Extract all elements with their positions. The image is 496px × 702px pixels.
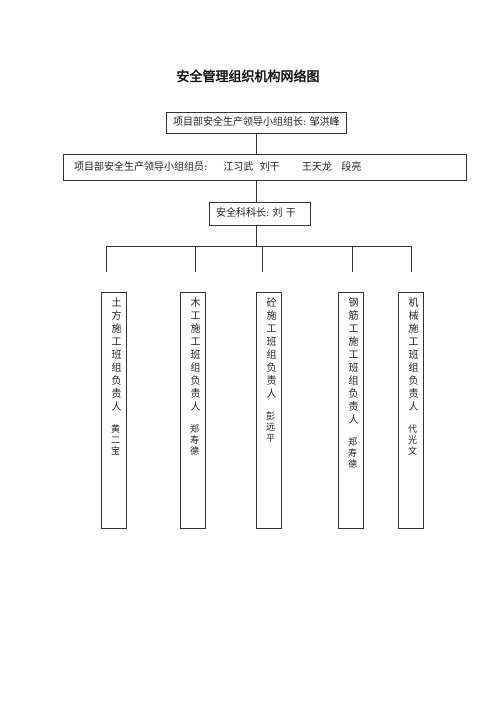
drop-line-1: [106, 246, 107, 272]
crew-role: 土方施工班组负责人: [109, 297, 120, 414]
crew-box-concrete: 砼施工班组负责人 彭远平: [256, 292, 282, 529]
crew-leader-name: 郑寿德: [188, 424, 198, 457]
crew-leader-name: 黄二宝: [109, 424, 119, 457]
horizontal-bus-line: [106, 246, 412, 247]
crew-box-earthwork: 土方施工班组负责人 黄二宝: [101, 292, 127, 529]
chart-title: 安全管理组织机构网络图: [176, 70, 320, 85]
crew-role: 木工施工班组负责人: [188, 297, 199, 414]
drop-line-4: [352, 246, 353, 272]
crew-box-rebar: 钢筋工施工班组负责人 郑寿德: [338, 292, 364, 529]
drop-line-2: [195, 246, 196, 272]
crew-leader-name: 代光文: [406, 424, 416, 457]
crew-box-carpentry: 木工施工班组负责人 郑寿德: [180, 292, 206, 529]
leader-box: 项目部安全生产领导小组组长: 邹洪峰: [166, 112, 347, 134]
safety-chief-box: 安全科科长: 刘 干: [209, 202, 311, 226]
crew-role: 机械施工班组负责人: [406, 297, 417, 414]
crew-role: 钢筋工施工班组负责人: [346, 297, 357, 427]
connector-members-safety: [256, 181, 257, 202]
connector-safety-bus: [256, 226, 257, 246]
crew-leader-name: 彭远平: [264, 411, 274, 444]
crew-leader-name: 郑寿德: [346, 437, 356, 470]
members-box: 项目部安全生产领导小组组员: 江习武 刘干 王天龙 段亮: [63, 154, 467, 181]
crew-role: 砼施工班组负责人: [264, 297, 275, 401]
connector-leader-members: [256, 134, 257, 154]
crew-box-machinery: 机械施工班组负责人 代光文: [398, 292, 424, 529]
drop-line-3: [262, 246, 263, 272]
drop-line-5: [411, 246, 412, 272]
